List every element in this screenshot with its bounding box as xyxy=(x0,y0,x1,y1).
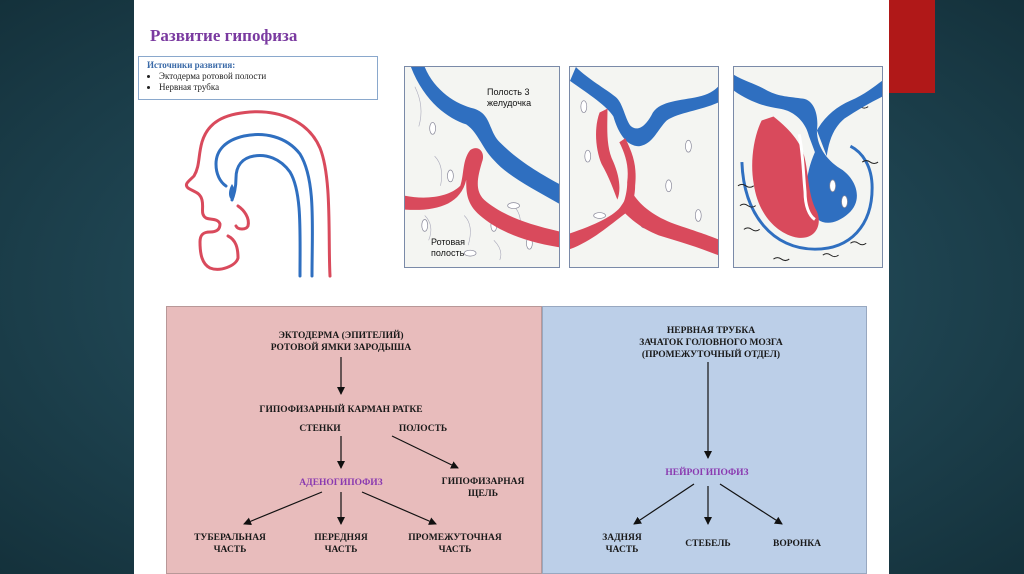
flow-node-infundibulum: ВОРОНКА xyxy=(772,539,822,549)
flow-node-intermediate-part: ПРОМЕЖУТОЧНАЯ ЧАСТЬ xyxy=(408,532,502,556)
flow-node-oral-ectoderm: ЭКТОДЕРМА (ЭПИТЕЛИЙ) РОТОВОЙ ЯМКИ ЗАРОДЫ… xyxy=(271,330,411,354)
third-ventricle-label: Полость 3 желудочка xyxy=(487,87,531,109)
third-ventricle-label-line: желудочка xyxy=(487,98,532,108)
oral-cavity-label-line: полость xyxy=(431,248,465,258)
flow-node-adenohypophysis: АДЕНОГИПОФИЗ xyxy=(299,478,383,488)
flow-node-line: ЧАСТЬ xyxy=(605,545,639,555)
sources-heading: Источники развития: xyxy=(147,60,236,70)
sources-item: Нервная трубка xyxy=(159,82,369,93)
flow-node-line: (ПРОМЕЖУТОЧНЫЙ ОТДЕЛ) xyxy=(641,350,781,360)
embryo-panel-2 xyxy=(569,66,719,268)
accent-tab xyxy=(889,0,935,93)
flow-node-line: ПРОМЕЖУТОЧНАЯ xyxy=(408,533,502,543)
sources-box: Источники развития: Эктодерма ротовой по… xyxy=(138,56,378,100)
flow-node-stalk: СТЕБЕЛЬ xyxy=(685,539,731,549)
flow-node-walls: СТЕНКИ xyxy=(299,424,341,434)
sources-list: Эктодерма ротовой полости Нервная трубка xyxy=(147,71,369,93)
flow-node-line: ГИПОФИЗАРНАЯ xyxy=(441,477,525,487)
flow-node-line: ЧАСТЬ xyxy=(213,545,247,555)
flow-node-line: НЕРВНАЯ ТРУБКА xyxy=(666,326,756,336)
neurohypophysis-flow-box xyxy=(542,306,867,574)
page-title: Развитие гипофиза xyxy=(150,26,298,45)
flow-node-line: ТУБЕРАЛЬНАЯ xyxy=(194,533,266,543)
flow-node-neural-tube: НЕРВНАЯ ТРУБКА ЗАЧАТОК ГОЛОВНОГО МОЗГА (… xyxy=(639,325,782,361)
third-ventricle-label-line: Полость 3 xyxy=(487,87,530,97)
flow-node-line: ЧАСТЬ xyxy=(438,545,472,555)
flow-node-neurohypophysis: НЕЙРОГИПОФИЗ xyxy=(665,468,749,478)
adenohypophysis-flow-box xyxy=(166,306,542,574)
oral-cavity-label: Ротовая полость xyxy=(431,237,465,259)
sources-item: Эктодерма ротовой полости xyxy=(159,71,369,82)
flow-node-tuberal-part: ТУБЕРАЛЬНАЯ ЧАСТЬ xyxy=(194,532,266,556)
flow-node-rathke-pouch: ГИПОФИЗАРНЫЙ КАРМАН РАТКЕ xyxy=(259,405,423,415)
flow-node-line: ЗАДНЯЯ xyxy=(602,533,642,543)
flow-node-posterior-part: ЗАДНЯЯ ЧАСТЬ xyxy=(602,532,642,556)
oral-cavity-label-line: Ротовая xyxy=(431,237,466,247)
flow-node-line: ЗАЧАТОК ГОЛОВНОГО МОЗГА xyxy=(639,338,783,348)
flow-node-line: ЧАСТЬ xyxy=(324,545,358,555)
embryo-panel-1: Полость 3 желудочка Ротовая полость xyxy=(404,66,560,268)
head-profile-sketch xyxy=(184,110,332,278)
flow-node-line: ПЕРЕДНЯЯ xyxy=(314,533,368,543)
flow-node-anterior-part: ПЕРЕДНЯЯ ЧАСТЬ xyxy=(314,532,368,556)
flow-node-line: ЩЕЛЬ xyxy=(467,489,499,499)
flow-node-line: ЭКТОДЕРМА (ЭПИТЕЛИЙ) xyxy=(278,331,404,341)
embryo-panel-3 xyxy=(733,66,883,268)
flow-node-cavity: ПОЛОСТЬ xyxy=(398,424,448,434)
flow-node-line: РОТОВОЙ ЯМКИ ЗАРОДЫША xyxy=(270,343,412,353)
flow-node-hypophyseal-cleft: ГИПОФИЗАРНАЯ ЩЕЛЬ xyxy=(442,476,525,500)
